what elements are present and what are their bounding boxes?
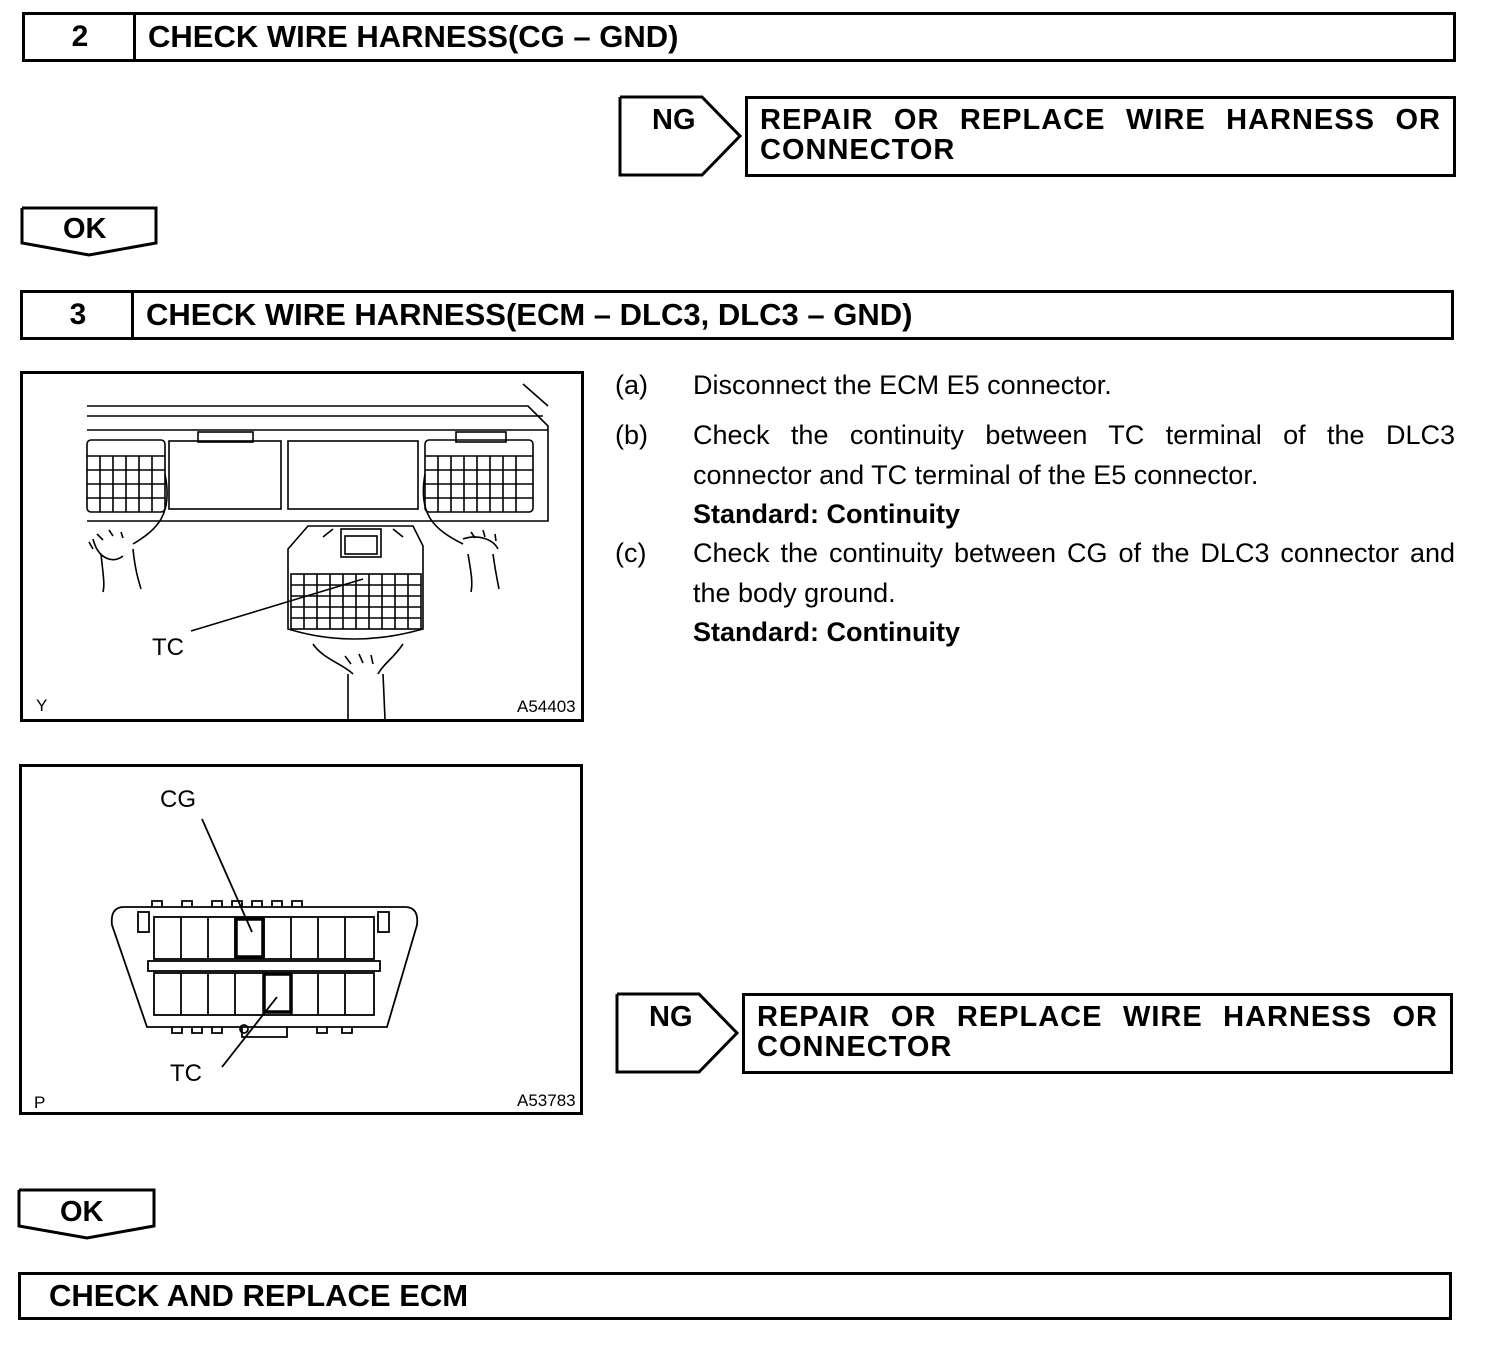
step2-ng-word: REPAIR xyxy=(760,104,874,136)
ecm-connector-illustration xyxy=(86,383,549,720)
step2-number: 2 xyxy=(71,20,89,53)
step3-ng-word: REPLACE xyxy=(956,1001,1103,1033)
step3-ok-label: OK xyxy=(60,1196,104,1228)
instruction-b: (b) Check the continuity between TC term… xyxy=(615,416,1455,536)
instruction-c: (c) Check the continuity between CG of t… xyxy=(615,534,1455,654)
step2-title: CHECK WIRE HARNESS(CG – GND) xyxy=(148,19,679,54)
instruction-a-text: Disconnect the ECM E5 connector. xyxy=(693,370,1112,400)
figure2-tc-label: TC xyxy=(170,1060,202,1087)
final-action-title: CHECK AND REPLACE ECM xyxy=(49,1278,469,1313)
step2-ok-label: OK xyxy=(63,213,107,245)
step2-ng-word: OR xyxy=(893,104,940,136)
dlc3-connector-illustration xyxy=(110,818,419,1068)
step3-ng-word: HARNESS xyxy=(1223,1001,1372,1033)
instruction-b-standard: Standard: Continuity xyxy=(693,499,960,529)
step2-ng-label: NG xyxy=(652,104,696,136)
instruction-a: (a) Disconnect the ECM E5 connector. xyxy=(615,366,1455,406)
step3-ng-label: NG xyxy=(649,1001,693,1033)
step3-title: CHECK WIRE HARNESS(ECM – DLC3, DLC3 – GN… xyxy=(146,297,913,332)
step2-ng-word: OR xyxy=(1395,104,1441,136)
instruction-a-mark: (a) xyxy=(615,370,648,400)
step3-ng-action: REPAIR OR REPLACE WIRE HARNESS OR CONNEC… xyxy=(742,993,1453,1074)
figure-dlc3-connector xyxy=(19,764,583,1115)
step3-divider xyxy=(131,290,134,340)
step3-ng-word: REPAIR xyxy=(757,1001,871,1033)
figure2-cg-label: CG xyxy=(160,786,196,813)
figure-ecm-connector xyxy=(20,371,584,722)
step2-ng-action: REPAIR OR REPLACE WIRE HARNESS OR CONNEC… xyxy=(745,96,1456,177)
figure2-id: A53783 xyxy=(517,1091,576,1110)
final-action-box: CHECK AND REPLACE ECM xyxy=(18,1272,1452,1320)
figure1-id: A54403 xyxy=(517,697,576,716)
step3-ng-word: OR xyxy=(890,1001,937,1033)
step3-ng-word: WIRE xyxy=(1122,1001,1203,1033)
step2-ng-word: REPLACE xyxy=(959,104,1106,136)
figure1-tc-label: TC xyxy=(152,634,184,661)
step3-ng-word: OR xyxy=(1392,1001,1438,1033)
step3-header xyxy=(20,290,1454,340)
step2-header xyxy=(22,12,1456,62)
instruction-b-text: Check the continuity between TC terminal… xyxy=(693,420,1455,490)
step3-number: 3 xyxy=(69,298,87,331)
step2-ng-word: WIRE xyxy=(1125,104,1206,136)
step2-ng-line2: CONNECTOR xyxy=(760,134,956,166)
figure2-corner-letter: P xyxy=(34,1093,46,1112)
instruction-c-standard: Standard: Continuity xyxy=(693,617,960,647)
instruction-c-mark: (c) xyxy=(615,538,647,568)
figure1-corner-letter: Y xyxy=(36,696,48,715)
instruction-c-text: Check the continuity between CG of the D… xyxy=(693,538,1455,608)
step2-ng-word: HARNESS xyxy=(1226,104,1375,136)
step3-ng-line2: CONNECTOR xyxy=(757,1031,953,1063)
step2-divider xyxy=(133,12,136,62)
instruction-b-mark: (b) xyxy=(615,420,648,450)
